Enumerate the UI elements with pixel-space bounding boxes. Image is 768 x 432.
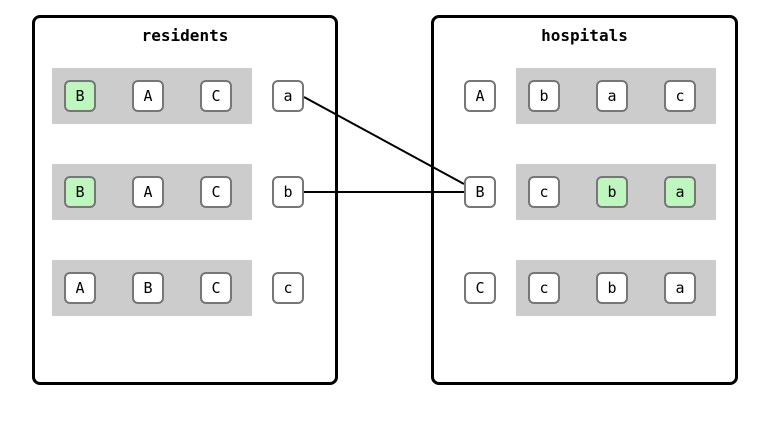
hospital-A-pref-2: a [596, 80, 628, 112]
resident-a-pref-1: B [64, 80, 96, 112]
resident-a-pref-3: C [200, 80, 232, 112]
hospital-C-pref-2: b [596, 272, 628, 304]
hospitals-title: hospitals [541, 26, 628, 45]
hospital-B-node[interactable]: B [464, 176, 496, 208]
resident-b-node[interactable]: b [272, 176, 304, 208]
hospital-A-pref-1: b [528, 80, 560, 112]
hospital-A-pref-3: c [664, 80, 696, 112]
resident-b-pref-3: C [200, 176, 232, 208]
residents-title: residents [141, 26, 229, 45]
hospital-B-pref-1: c [528, 176, 560, 208]
resident-b-pref-1: B [64, 176, 96, 208]
hospital-A-node[interactable]: A [464, 80, 496, 112]
resident-c-pref-1: A [64, 272, 96, 304]
hospital-C-pref-1: c [528, 272, 560, 304]
hospital-B-pref-2: b [596, 176, 628, 208]
resident-c-pref-2: B [132, 272, 164, 304]
resident-b-pref-2: A [132, 176, 164, 208]
hospital-C-pref-3: a [664, 272, 696, 304]
hospital-C-node[interactable]: C [464, 272, 496, 304]
resident-a-node[interactable]: a [272, 80, 304, 112]
hospital-B-pref-3: a [664, 176, 696, 208]
resident-a-pref-2: A [132, 80, 164, 112]
resident-c-node[interactable]: c [272, 272, 304, 304]
resident-c-pref-3: C [200, 272, 232, 304]
